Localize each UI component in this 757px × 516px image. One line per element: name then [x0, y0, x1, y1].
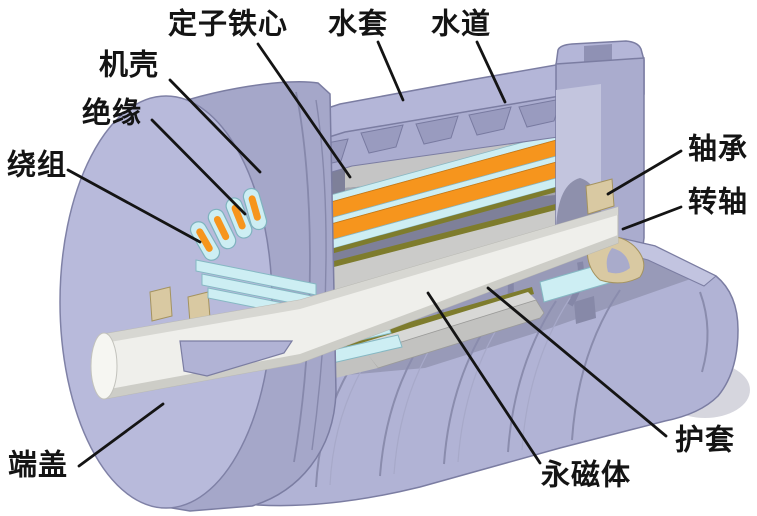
leader-stator-core: [256, 42, 352, 179]
label-permanent-magnet: 永磁体: [540, 459, 632, 492]
label-insulation: 绝缘: [81, 97, 143, 130]
leader-shaft: [621, 205, 683, 231]
lower-housing-rim-corner: [179, 340, 294, 377]
sheath-shape: [305, 287, 534, 359]
bearing-shape: [585, 178, 615, 215]
leader-casing: [168, 78, 262, 174]
leader-water-jacket: [376, 40, 405, 102]
leader-magnet: [426, 291, 542, 465]
label-sheath: 护套: [674, 424, 736, 457]
leader-winding: [66, 168, 202, 244]
label-shaft: 转轴: [687, 186, 749, 219]
leader-end-cover: [77, 402, 165, 468]
label-water-channel: 水道: [430, 8, 492, 41]
label-stator-core: 定子铁心: [167, 8, 289, 41]
label-casing: 机壳: [98, 49, 160, 82]
end-windings: [189, 187, 329, 323]
label-bearing: 轴承: [687, 133, 749, 166]
leader-lines: [66, 40, 683, 468]
leader-bearing: [606, 149, 683, 196]
label-water-jacket: 水套: [327, 8, 389, 41]
leader-insulation: [150, 118, 247, 216]
leader-water-channel: [475, 40, 507, 104]
label-end-cover: 端盖: [7, 449, 69, 482]
leader-sheath: [486, 286, 668, 438]
label-winding: 绕组: [6, 149, 68, 182]
